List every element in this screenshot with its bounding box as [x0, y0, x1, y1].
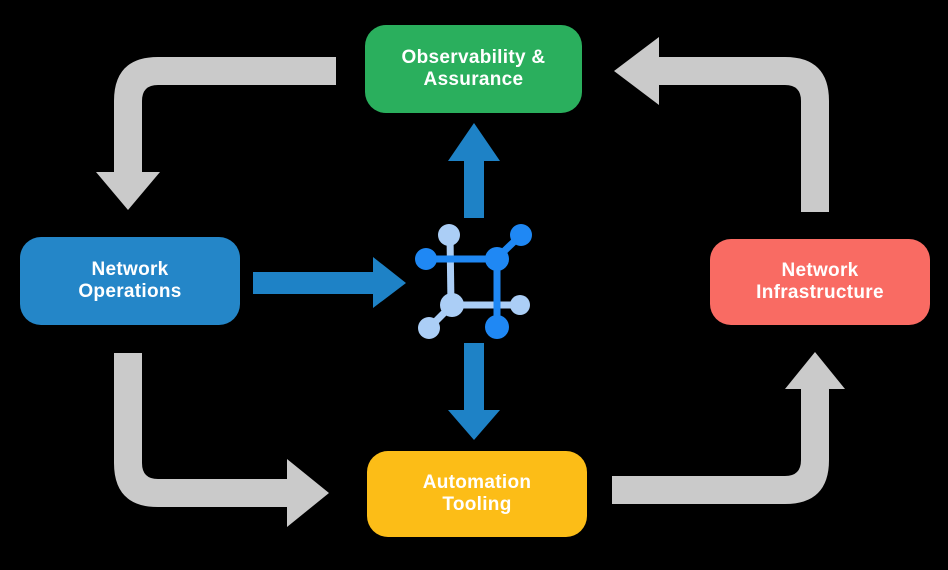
node-observability-assurance: Observability & Assurance: [365, 25, 582, 113]
node-network-operations-label: Network Operations: [78, 258, 182, 302]
node-network-infrastructure: Network Infrastructure: [710, 239, 930, 325]
network-mesh-icon-dark-nodes: [415, 224, 532, 339]
gray-arrow-autotool-to-netinfra: [612, 352, 845, 504]
node-observability-assurance-label: Observability & Assurance: [401, 46, 546, 90]
node-network-operations: Network Operations: [20, 237, 240, 325]
gray-arrow-netinfra-to-observability: [614, 37, 829, 212]
node-automation-tooling: Automation Tooling: [367, 451, 587, 537]
blue-arrow-center-to-observability: [448, 123, 500, 218]
node-automation-tooling-label: Automation Tooling: [422, 471, 532, 515]
network-mesh-icon-light-nodes: [418, 224, 530, 339]
gray-arrow-observability-to-netops: [96, 57, 336, 210]
gray-arrow-netops-to-autotool: [114, 353, 329, 527]
blue-arrow-center-to-autotool: [448, 343, 500, 440]
network-mesh-icon: [415, 224, 532, 339]
blue-arrow-netops-to-center: [253, 257, 406, 308]
node-network-infrastructure-label: Network Infrastructure: [756, 259, 884, 303]
